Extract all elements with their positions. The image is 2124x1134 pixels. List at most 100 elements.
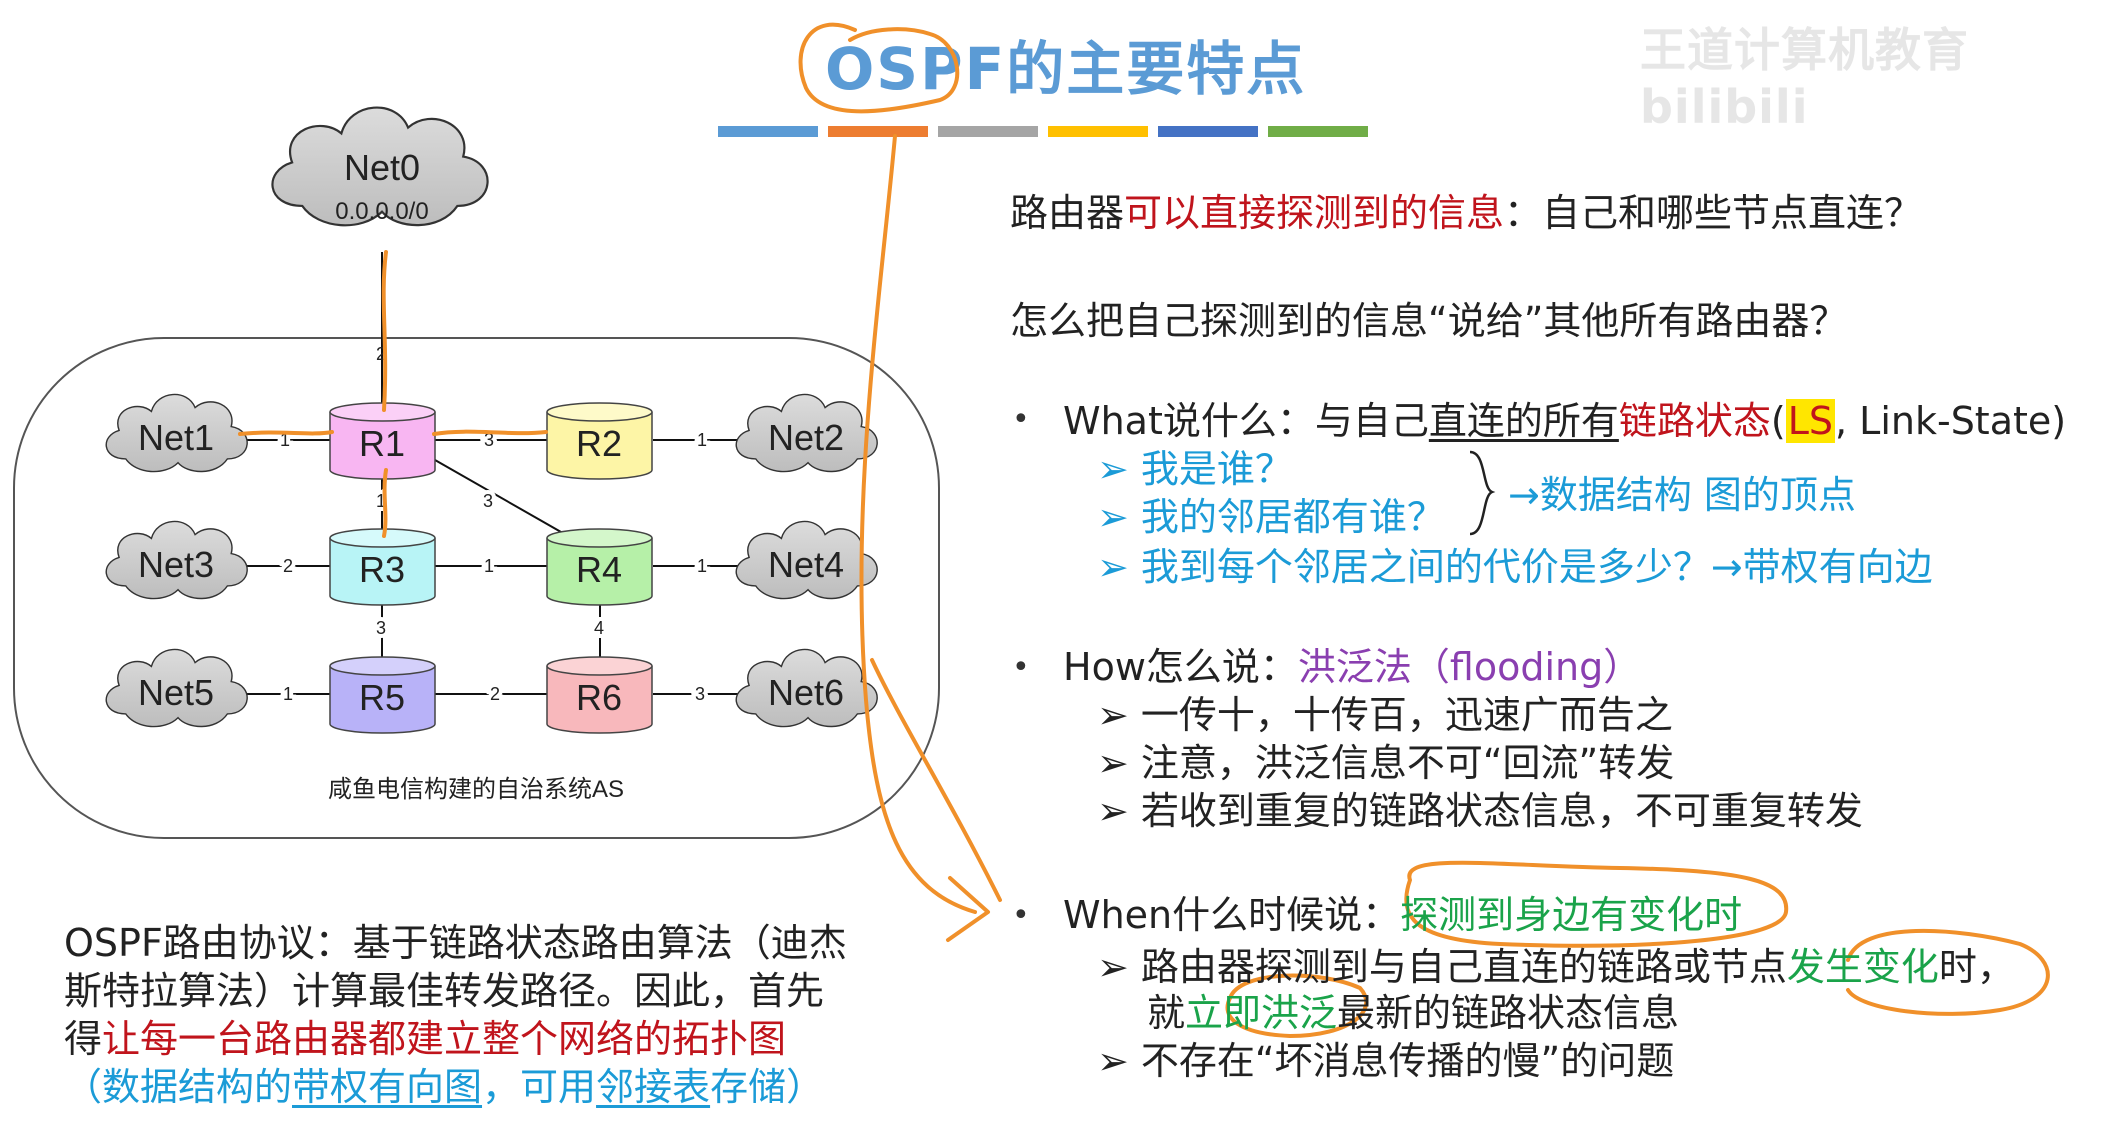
arrow-bullet-icon: ➢: [1097, 945, 1129, 989]
question-1-c: ：自己和哪些节点直连？: [1504, 191, 1923, 235]
when-sub-2: ➢不存在“坏消息传播的慢”的问题: [1097, 1038, 1674, 1084]
pen-long-line: [859, 134, 977, 914]
cost-r3-r5: 3: [376, 618, 386, 638]
bullet-when: •: [1012, 898, 1030, 933]
when-sub-1-c: 时，: [1938, 945, 2015, 989]
cost-r1-r4: 3: [483, 491, 493, 511]
router-r1-label: R1: [359, 423, 405, 464]
arrow-bullet-icon: ➢: [1097, 545, 1129, 589]
what-line: What说什么：与自己直连的所有链路状态(LS, Link-State): [1063, 398, 2066, 444]
router-r6: [546, 656, 653, 734]
what-sub-1: ➢我是谁？: [1097, 446, 1293, 492]
cloud-net1: [105, 393, 248, 473]
router-r5: [329, 656, 436, 734]
cost-r6-net6: 3: [695, 684, 705, 704]
router-r6-label: R6: [576, 677, 622, 718]
brace-icon: [1469, 450, 1496, 536]
how-sub-3: ➢若收到重复的链路状态信息，不可重复转发: [1097, 788, 1863, 834]
cloud-net3-label: Net3: [138, 544, 214, 585]
when-line: When什么时候说：探测到身边有变化时: [1063, 892, 1742, 938]
cloud-net3: [105, 520, 248, 600]
bottom-line-3-a: 得: [64, 1017, 103, 1061]
when-sub-1-cont: 就立即洪泛最新的链路状态信息: [1147, 990, 1679, 1036]
when-sub-1-f: 最新的链路状态信息: [1337, 991, 1680, 1035]
cloud-net2: [735, 393, 878, 473]
pen-circle-detect: [1404, 860, 1789, 948]
bottom-line-4-d: 邻接表: [596, 1065, 711, 1109]
pen-circle-flood: [1225, 973, 1368, 1038]
cost-net3-r3: 2: [283, 556, 293, 576]
bottom-line-4-e: 存储）: [710, 1065, 825, 1109]
color-bar-4: [1048, 126, 1148, 137]
when-sub-1-e: 立即洪泛: [1185, 991, 1338, 1035]
question-1: 路由器可以直接探测到的信息：自己和哪些节点直连？: [1010, 190, 1922, 236]
cloud-net0-label: Net0: [344, 147, 420, 188]
router-r4-label: R4: [576, 549, 622, 590]
cloud-net5-label: Net5: [138, 672, 214, 713]
cloud-net6-label: Net6: [768, 672, 844, 713]
how-sub-1-text: 一传十，十传百，迅速广而告之: [1140, 693, 1673, 737]
page-title: OSPF的主要特点: [825, 35, 1307, 103]
cloud-net2-label: Net2: [768, 417, 844, 458]
pen-trace-net0-r1: [381, 250, 388, 412]
router-r3-label: R3: [359, 549, 405, 590]
what-sub-3-text: 我到每个邻居之间的代价是多少？→带权有向边: [1140, 545, 1933, 589]
router-r1: [329, 402, 436, 480]
when-sub-1-d: 就: [1147, 991, 1186, 1035]
cost-net5-r5: 1: [283, 684, 293, 704]
cost-r3-r4: 1: [484, 556, 494, 576]
pen-trace-net1-r1: [238, 430, 334, 436]
as-label: 咸鱼电信构建的自治系统AS: [328, 776, 624, 803]
what-b: 直连的所有: [1428, 399, 1619, 443]
pen-circle-ospf: [798, 22, 960, 114]
color-bar-3: [938, 126, 1038, 137]
color-bar-2: [828, 126, 928, 137]
bottom-line-4-b: 带权有向图: [292, 1065, 483, 1109]
cost-net0-r1: 2: [376, 344, 386, 364]
as-boundary: [13, 337, 940, 839]
color-bar-1: [718, 126, 818, 137]
cost-r4-r6: 4: [594, 618, 604, 638]
arrow-bullet-icon: ➢: [1097, 495, 1129, 539]
what-d: (: [1770, 399, 1786, 443]
watermark: 王道计算机教育 bilibili: [1640, 23, 1969, 134]
pen-trace-r1-r2: [432, 429, 548, 436]
when-sub-2-text: 不存在“坏消息传播的慢”的问题: [1140, 1039, 1675, 1083]
bottom-line-4: （数据结构的带权有向图，可用邻接表存储）: [64, 1064, 824, 1110]
router-r2: [546, 402, 653, 480]
bottom-line-4-a: （数据结构的: [64, 1065, 293, 1109]
when-b: 探测到身边有变化时: [1400, 893, 1743, 937]
when-sub-1-b: 发生变化: [1786, 945, 1939, 989]
router-r4: [546, 528, 653, 606]
what-sub-3: ➢我到每个邻居之间的代价是多少？→带权有向边: [1097, 544, 1933, 590]
arrow-bullet-icon: ➢: [1097, 789, 1129, 833]
bullet-what: •: [1012, 402, 1030, 437]
link-r1-r4: [434, 459, 576, 541]
pen-arrowhead-2: [870, 658, 1002, 902]
what-c: 链路状态: [1618, 399, 1771, 443]
cloud-net0: [271, 106, 489, 227]
cloud-net4-label: Net4: [768, 544, 844, 585]
cloud-net1-label: Net1: [138, 417, 214, 458]
arrow-bullet-icon: ➢: [1097, 693, 1129, 737]
cost-r5-r6: 2: [490, 684, 500, 704]
router-r5-label: R5: [359, 677, 405, 718]
router-r3: [329, 528, 436, 606]
pen-arrowhead: [946, 876, 990, 942]
how-a: How怎么说：: [1063, 645, 1298, 689]
cost-r2-net2: 1: [697, 430, 707, 450]
ls-highlight: LS: [1785, 399, 1835, 443]
router-r2-label: R2: [576, 423, 622, 464]
pen-trace-r1-r3: [382, 468, 388, 538]
what-a: What说什么：与自己: [1063, 399, 1429, 443]
when-sub-1-a: 路由器探测到与自己直连的链路或节点: [1140, 945, 1787, 989]
bullet-how: •: [1012, 650, 1030, 685]
when-sub-1: ➢路由器探测到与自己直连的链路或节点发生变化时，: [1097, 944, 2015, 990]
arrow-bullet-icon: ➢: [1097, 447, 1129, 491]
when-a: When什么时候说：: [1063, 893, 1401, 937]
how-sub-2-text: 注意，洪泛信息不可“回流”转发: [1140, 741, 1675, 785]
what-sub-2-text: 我的邻居都有谁？: [1140, 495, 1445, 539]
how-sub-2: ➢注意，洪泛信息不可“回流”转发: [1097, 740, 1674, 786]
arrow-bullet-icon: ➢: [1097, 741, 1129, 785]
